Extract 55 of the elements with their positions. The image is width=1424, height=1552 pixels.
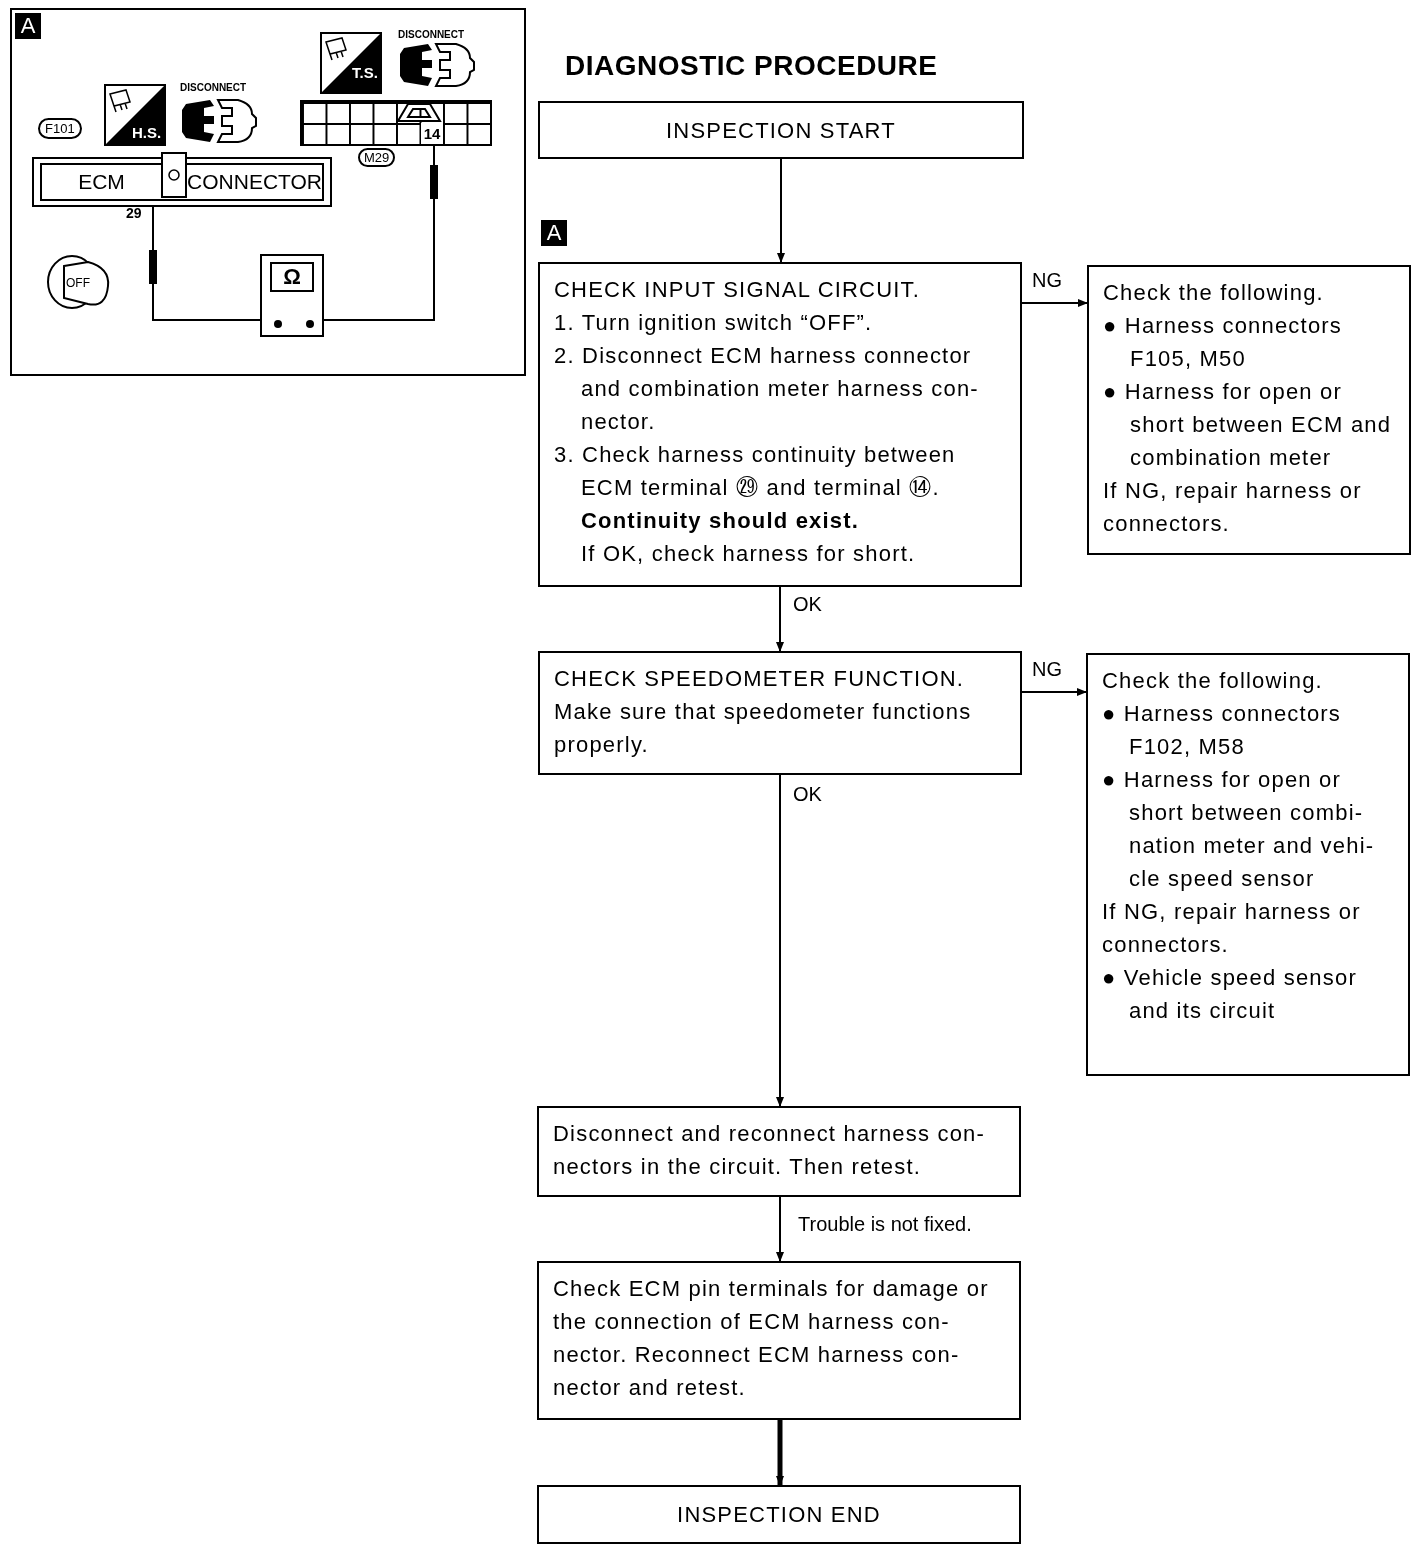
step-text: Disconnect and reconnect harness con- nectors in the circuit. Then retest. — [553, 1120, 987, 1181]
sign-text: T.S. — [352, 64, 378, 81]
arrow — [776, 1420, 784, 1486]
step-text: If NG, repair harness or connectors. — [1103, 477, 1363, 538]
step-text: ● Harness for open or short between combi- nation meter and vehi- cle speed sensor — [1102, 766, 1376, 893]
step-text: 2. Disconnect ECM harness connector and combination meter harness con- nector. — [554, 342, 980, 436]
step-heading: CHECK INPUT SIGNAL CIRCUIT. — [554, 276, 922, 304]
result-box — [1086, 653, 1410, 1076]
arrow — [777, 158, 785, 263]
sign-text: H.S. — [132, 124, 162, 141]
arrow — [776, 586, 784, 652]
connector-code: F101 — [38, 118, 82, 139]
connector-code: M29 — [358, 148, 396, 167]
step-text: ● Vehicle speed sensor and its circuit — [1102, 964, 1358, 1025]
step-text: ● Harness connectors F105, M50 — [1103, 312, 1344, 373]
terminal-number: 14 — [421, 123, 443, 144]
result-box — [1087, 265, 1411, 555]
harness-connector — [300, 100, 492, 146]
terminal-box — [538, 101, 1024, 159]
process-box — [538, 262, 1022, 587]
step-text: If OK, check harness for short. — [580, 540, 917, 568]
connector-caption: DISCONNECT — [180, 82, 247, 93]
step-text: Continuity should exist. — [580, 507, 861, 535]
arrow — [776, 774, 784, 1107]
process-box — [538, 651, 1022, 775]
test-lead — [323, 145, 435, 321]
section-mark: A — [541, 220, 567, 246]
connector-caption: DISCONNECT — [398, 29, 465, 40]
terminal-text: INSPECTION END — [676, 1501, 882, 1529]
process-box — [537, 1261, 1021, 1420]
terminal-box — [537, 1485, 1021, 1544]
step-text: If NG, repair harness or connectors. — [1102, 898, 1362, 959]
step-text: 3. Check harness continuity between ECM terminal ㉙ and terminal ⑭. — [554, 441, 957, 502]
connector-label: ECM — [77, 170, 126, 194]
arrow — [1021, 688, 1087, 696]
diagram-title: DIAGNOSTIC PROCEDURE — [565, 50, 938, 82]
step-text: 1. Turn ignition switch “OFF”. — [554, 309, 874, 337]
arrow — [776, 1196, 784, 1262]
section-mark: A — [15, 13, 41, 39]
step-heading: CHECK SPEEDOMETER FUNCTION. — [554, 665, 966, 693]
step-text: Make sure that speedometer functions properly. — [554, 698, 973, 759]
step-text: Check the following. — [1102, 667, 1324, 695]
switch-position: OFF — [66, 276, 90, 290]
arrow — [1021, 299, 1088, 307]
step-text: ● Harness connectors F102, M58 — [1102, 700, 1343, 761]
terminal-number: 29 — [126, 205, 142, 221]
process-box — [537, 1106, 1021, 1197]
meter-display: Ω — [270, 262, 314, 292]
ohmmeter — [260, 254, 324, 337]
connector-label: CONNECTOR — [187, 170, 322, 194]
step-text: ● Harness for open or short between ECM and combination meter — [1103, 378, 1393, 472]
step-text: Check ECM pin terminals for damage or the connection of ECM harness con- nector. Reconnect ECM harness con- nector and retest. — [553, 1275, 990, 1402]
terminal-text: INSPECTION START — [665, 116, 897, 145]
test-lead — [152, 206, 261, 321]
step-text: Check the following. — [1103, 279, 1325, 307]
